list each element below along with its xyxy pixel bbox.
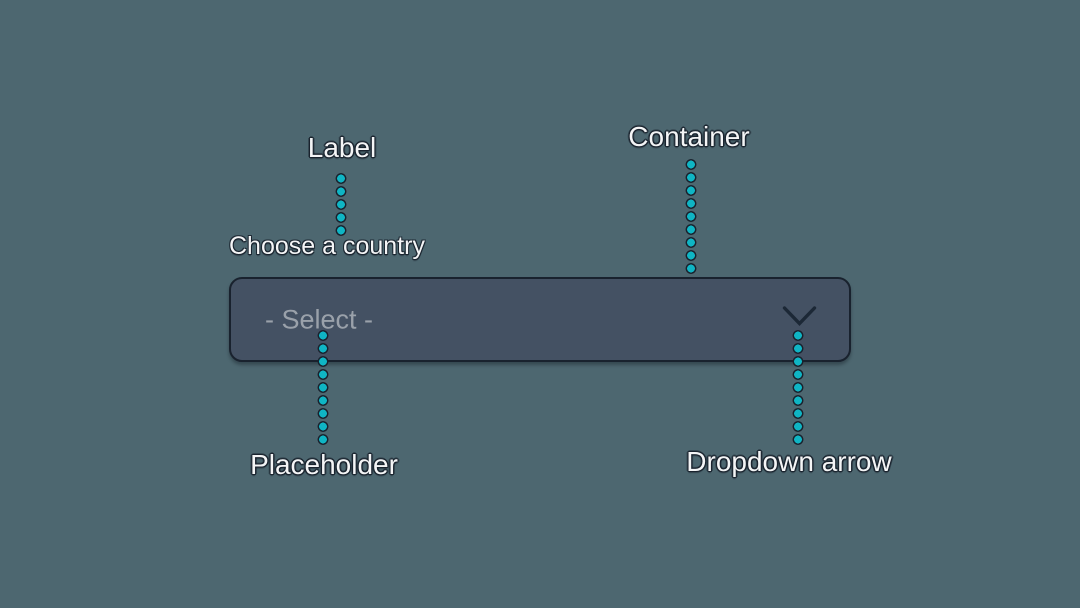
chevron-down-icon xyxy=(782,306,817,326)
annotation-container: Container xyxy=(628,121,750,152)
annotation-label: Label xyxy=(307,132,377,163)
dropdown-field-label: Choose a country xyxy=(229,232,425,260)
annotation-dropdown-arrow: Dropdown arrow xyxy=(686,446,892,477)
connector-line-placeholder xyxy=(316,329,330,446)
connector-line-label xyxy=(334,172,348,237)
annotation-placeholder: Placeholder xyxy=(250,449,398,480)
connector-line-container xyxy=(684,158,698,275)
connector-line-dropdown-arrow xyxy=(791,329,805,446)
select-container[interactable]: - Select - xyxy=(229,277,851,362)
